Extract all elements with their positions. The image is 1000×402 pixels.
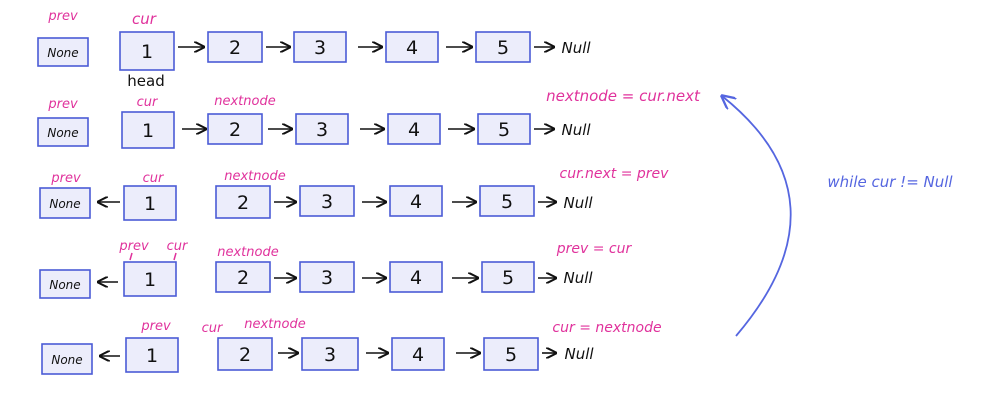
code-annotation: nextnode = cur.next (546, 87, 701, 105)
none-box (39, 269, 91, 299)
cur-pointer-label: cur (167, 239, 189, 254)
node-value: 3 (321, 267, 333, 289)
null-label: Null (561, 39, 591, 57)
node-box (207, 113, 263, 145)
node-box (301, 337, 359, 371)
step-2: None 1 2 3 4 5 Null prev cur nextnode ne… (37, 87, 701, 149)
prev-pointer-label: prev (47, 97, 78, 112)
node-value: 5 (501, 191, 513, 213)
node-value: 1 (144, 193, 156, 215)
null-label: Null (564, 345, 594, 363)
prev-pointer-label: prev (140, 319, 171, 334)
nextnode-pointer-label: nextnode (214, 94, 275, 109)
none-box (39, 187, 91, 219)
null-label: Null (563, 269, 593, 287)
step-1: None 1 2 3 4 5 Null prev cur head (37, 9, 591, 90)
cur-pointer-label: cur (132, 10, 157, 28)
null-label: Null (563, 194, 593, 212)
head-label: head (127, 72, 164, 90)
node-box (123, 185, 177, 221)
none-label: None (47, 46, 78, 60)
node-value: 1 (142, 120, 154, 142)
cur-pointer-tick (173, 252, 177, 261)
node-value: 3 (324, 344, 336, 366)
node-value: 2 (239, 344, 251, 366)
none-label: None (49, 197, 80, 211)
node-value: 4 (406, 37, 418, 59)
none-label: None (49, 278, 80, 292)
node-value: 4 (410, 191, 422, 213)
step-5: None 1 2 3 4 5 Null prev cur nextnode cu… (41, 317, 662, 375)
node-box (299, 185, 355, 217)
node-box (479, 185, 535, 217)
node-value: 2 (237, 192, 249, 214)
node-box (477, 113, 531, 145)
prev-pointer-label: prev (50, 171, 81, 186)
loop-arrow (722, 96, 792, 337)
node-value: 4 (408, 119, 420, 141)
node-box (217, 337, 273, 371)
none-box (37, 37, 89, 67)
node-value: 3 (321, 191, 333, 213)
node-box (121, 111, 175, 149)
node-box (483, 337, 539, 371)
cur-pointer-label: cur (143, 171, 165, 186)
node-value: 3 (316, 119, 328, 141)
cur-pointer-label: cur (137, 95, 159, 110)
node-box (389, 261, 443, 293)
code-annotation: cur = nextnode (552, 320, 661, 336)
step-3: None 1 2 3 4 5 Null prev cur nextnode cu… (39, 166, 670, 221)
node-box (119, 31, 175, 71)
prev-pointer-label: prev (118, 239, 149, 254)
node-box (391, 337, 445, 371)
node-box (125, 337, 179, 373)
none-box (37, 117, 89, 147)
cur-pointer-label: cur (202, 321, 224, 336)
node-box (215, 261, 271, 293)
prev-pointer-tick (129, 252, 133, 261)
nextnode-pointer-label: nextnode (217, 245, 278, 260)
node-box (123, 261, 177, 297)
node-value: 1 (146, 345, 158, 367)
node-box (215, 185, 271, 219)
nextnode-pointer-label: nextnode (224, 169, 285, 184)
node-value: 4 (412, 344, 424, 366)
node-value: 4 (410, 267, 422, 289)
none-box (41, 343, 93, 375)
node-value: 5 (505, 344, 517, 366)
none-label: None (51, 353, 82, 367)
node-value: 2 (237, 267, 249, 289)
prev-pointer-label: prev (47, 9, 78, 24)
node-box (207, 31, 263, 63)
code-annotation: cur.next = prev (560, 166, 670, 182)
loop-label: while cur != Null (827, 173, 953, 191)
node-value: 3 (314, 37, 326, 59)
node-box (295, 113, 349, 145)
node-value: 1 (144, 269, 156, 291)
node-box (475, 31, 531, 63)
node-value: 2 (229, 37, 241, 59)
node-box (387, 113, 441, 145)
none-label: None (47, 126, 78, 140)
node-value: 5 (498, 119, 510, 141)
node-value: 5 (502, 267, 514, 289)
nextnode-pointer-label: nextnode (244, 317, 305, 332)
node-value: 5 (497, 37, 509, 59)
node-box (385, 31, 439, 63)
node-box (481, 261, 535, 293)
code-annotation: prev = cur (556, 241, 633, 257)
node-box (299, 261, 355, 293)
node-value: 1 (141, 41, 153, 63)
node-box (293, 31, 347, 63)
null-label: Null (561, 121, 591, 139)
step-4: None 1 2 3 4 5 Null prev cur nextnode pr… (39, 239, 633, 299)
node-box (389, 185, 443, 217)
node-value: 2 (229, 119, 241, 141)
